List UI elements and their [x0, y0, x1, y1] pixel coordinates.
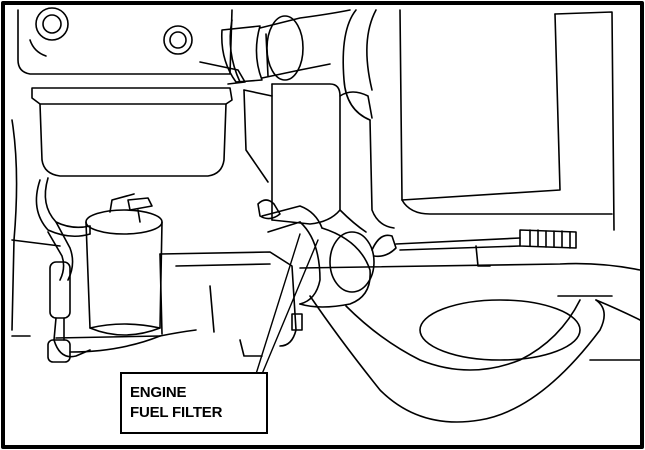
- air-intake: [220, 9, 351, 83]
- engine-block-top: [17, 7, 246, 85]
- callout-leader-line-1: [255, 233, 301, 375]
- fuel-line: [35, 177, 197, 363]
- fuel-filter-canister: [85, 193, 163, 336]
- dipstick-rod: [519, 229, 577, 249]
- label-line-1: ENGINE: [130, 384, 187, 401]
- callout-leader-line-2: [261, 239, 319, 375]
- carburetor-bowl: [31, 87, 233, 177]
- breather-hose: [257, 199, 641, 423]
- frame-rails: [299, 245, 641, 361]
- engine-base: [11, 119, 303, 357]
- bolt-right: [163, 25, 193, 55]
- bolt-left: [35, 7, 69, 41]
- engine-fuel-filter-label: ENGINE FUEL FILTER: [120, 372, 268, 434]
- label-line-2: FUEL FILTER: [130, 404, 223, 421]
- air-cleaner-housing: [342, 9, 615, 231]
